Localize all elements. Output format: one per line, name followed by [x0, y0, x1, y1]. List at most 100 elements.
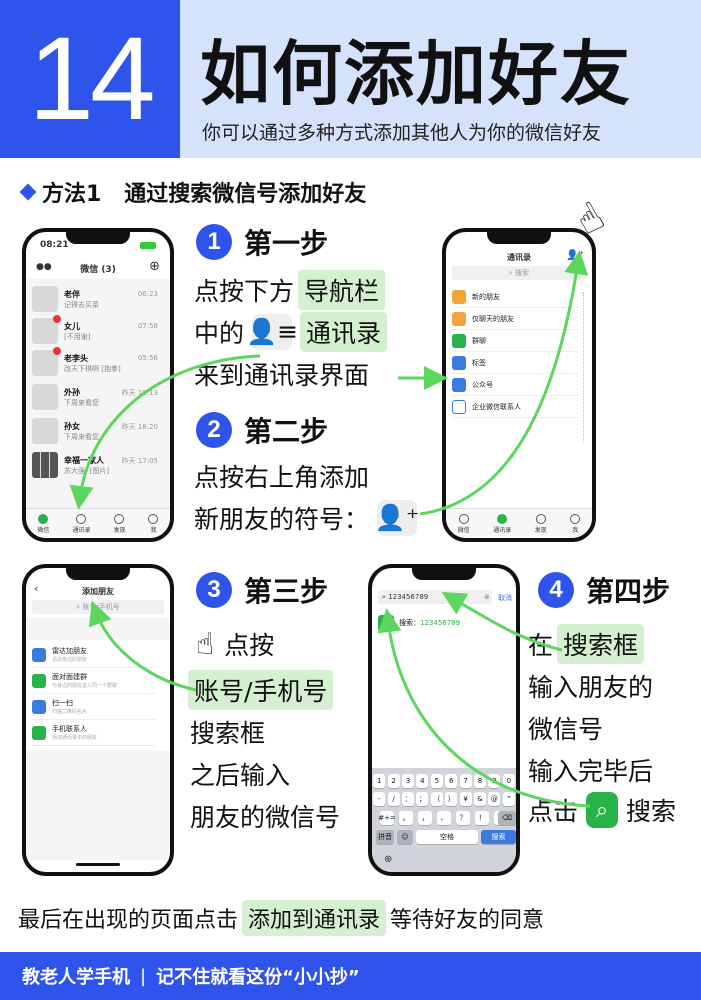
keyboard-key[interactable]: ！ [475, 811, 489, 825]
more-dots-icon[interactable]: ●● [36, 262, 52, 272]
list-item[interactable]: 新的朋友 [452, 286, 578, 308]
backspace-icon[interactable]: ⌫ [498, 811, 516, 825]
back-icon[interactable]: ‹ [34, 582, 39, 595]
chat-list-title: 微信 (3) [80, 265, 116, 275]
emoji-icon[interactable]: ☺ [397, 830, 413, 844]
search-bar[interactable]: ⌕ 搜索 [452, 266, 586, 280]
search-input[interactable]: ⌕ 123456789 [378, 590, 492, 604]
chat-row[interactable]: 孙女下周来看您 昨天 18:20 [32, 416, 164, 446]
key-space[interactable]: 空格 [416, 830, 478, 844]
chat-only-icon [452, 311, 466, 326]
face-to-face-icon [32, 673, 46, 688]
tab-me[interactable]: 我 [570, 513, 581, 534]
keyboard-key[interactable]: 7 [459, 774, 472, 788]
list-item[interactable]: 面对面建群与身边的朋友进入同一个群聊 [32, 668, 156, 694]
step4-line4: 输入完毕后 [528, 757, 654, 786]
keyboard-key[interactable]: 2 [387, 774, 400, 788]
key-abc[interactable]: 拼音 [376, 830, 394, 844]
keyboard-key[interactable]: 5 [430, 774, 443, 788]
keyboard-key[interactable]: ， [418, 811, 432, 825]
keyboard-key[interactable]: & [474, 792, 486, 806]
tab-contacts[interactable]: 通讯录 [72, 513, 91, 534]
step3-line1: ☝点按 [196, 626, 275, 662]
keyboard-key[interactable]: / [387, 792, 400, 806]
account-search-input[interactable]: ⌕ 账号/手机号 [32, 600, 164, 614]
keyboard-key[interactable]: ： [402, 792, 414, 806]
compass-icon [535, 513, 546, 524]
group-chat-icon [452, 333, 466, 348]
step3-line3: 搜索框 [190, 719, 266, 748]
list-item[interactable]: 标签 [452, 352, 578, 374]
keyboard-key[interactable]: 8 [474, 774, 486, 788]
tab-chats[interactable]: 微信 [37, 513, 50, 534]
keyboard-key[interactable]: 1 [373, 774, 386, 788]
list-item[interactable]: 群聊 [452, 330, 578, 352]
new-friend-icon [452, 289, 466, 304]
add-plus-icon[interactable]: ⊕ [149, 259, 160, 274]
final-instruction: 最后在出现的页面点击添加到通讯录等待好友的同意 [18, 900, 544, 936]
page-title: 如何添加好友 [200, 33, 632, 115]
key-search[interactable]: 搜索 [481, 830, 516, 844]
step2-line1: 点按右上角添加 [194, 463, 370, 492]
list-item[interactable]: 公众号 [452, 374, 578, 396]
keyboard-key[interactable]: ¥ [459, 792, 472, 806]
tab-contacts[interactable]: 通讯录 [493, 513, 511, 534]
keyboard-key[interactable]: 9 [488, 774, 501, 788]
tab-chats[interactable]: 微信 [458, 513, 470, 534]
contacts-icon [76, 513, 87, 524]
page-subtitle: 你可以通过多种方式添加其他人为你的微信好友 [202, 122, 602, 144]
keyboard-key[interactable]: 6 [445, 774, 458, 788]
person-icon [148, 513, 159, 524]
keyboard-key[interactable]: - [373, 792, 386, 806]
phone-add-friend: ‹ 添加朋友 ⌕ 账号/手机号 雷达加朋友添加身边的朋友 面对面建群与身边的朋友… [22, 564, 174, 876]
clear-icon[interactable]: ⊗ [484, 593, 490, 601]
chat-row[interactable]: 幸福一家人苏大强: [图片] 昨天 17:05 [32, 450, 164, 480]
alphabet-index[interactable] [583, 292, 589, 442]
keyboard-key[interactable]: #+= [378, 811, 396, 825]
tab-discover[interactable]: 发现 [113, 513, 126, 534]
avatar [32, 347, 61, 376]
radar-icon [32, 647, 46, 662]
keyboard-key[interactable]: 、 [437, 811, 451, 825]
keyboard-key[interactable]: ； [416, 792, 429, 806]
phone-notch [66, 232, 130, 244]
tab-me[interactable]: 我 [148, 513, 159, 534]
search-icon: ⌕ [382, 592, 389, 601]
chat-row[interactable]: 老伴记得去买菜 06:23 [32, 284, 164, 314]
step3-line5: 朋友的微信号 [190, 803, 341, 832]
step4-line1: 在搜索框 [528, 624, 645, 664]
list-item[interactable]: 雷达加朋友添加身边的朋友 [32, 642, 156, 668]
cancel-button[interactable]: 取消 [498, 594, 512, 602]
contacts-icon: 👤≡ [246, 314, 298, 350]
keyboard-key[interactable]: ） [445, 792, 458, 806]
chat-row[interactable]: 外孙下周来看您 昨天 19:13 [32, 382, 164, 412]
step3-line4: 之后输入 [190, 761, 291, 790]
keyboard-key[interactable]: （ [430, 792, 443, 806]
keyboard-key[interactable]: 3 [402, 774, 414, 788]
add-friend-icon[interactable]: 👤⁺ [566, 250, 584, 261]
globe-icon[interactable]: ⊕ [384, 854, 393, 865]
add-friend-icon: 👤⁺ [375, 500, 419, 536]
list-item[interactable]: 企业微信联系人 [452, 396, 578, 418]
list-item[interactable]: 手机联系人添加通讯录中的朋友 [32, 720, 156, 746]
search-result-row[interactable]: ⌕ 搜索：123456789 [378, 612, 510, 634]
list-item[interactable]: 仅聊天的朋友 [452, 308, 578, 330]
keyboard-key[interactable]: 4 [416, 774, 429, 788]
keyboard-key[interactable]: @ [488, 792, 501, 806]
keyboard-key[interactable]: 。 [399, 811, 413, 825]
phone-notch [487, 232, 551, 244]
list-item[interactable]: 扫一扫扫描二维码名片 [32, 694, 156, 720]
keyboard-key[interactable]: ” [502, 792, 515, 806]
keyboard-key[interactable]: 0 [502, 774, 515, 788]
chat-row[interactable]: 女儿[不用谢] 07:58 [32, 315, 164, 346]
avatar [32, 384, 58, 410]
unread-badge [53, 315, 61, 323]
tab-discover[interactable]: 发现 [535, 513, 547, 534]
keyboard-key[interactable]: ？ [456, 811, 470, 825]
phone-notch [66, 568, 130, 580]
chat-bubble-icon [458, 513, 469, 524]
status-time: 08:21 [40, 240, 69, 250]
chat-row[interactable]: 老李头改天下棋啊 [抱拳] 05:56 [32, 347, 164, 378]
